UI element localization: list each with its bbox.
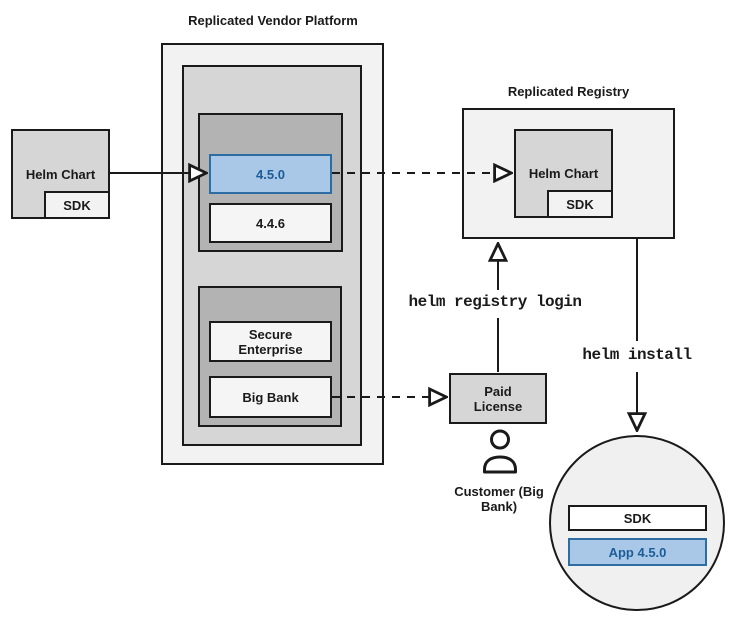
release-item-current: 4.5.0 [209,154,332,194]
paid-license-label: Paid License [473,383,523,414]
customer-label: Customer (Big Bank) [454,484,544,514]
helm-chart-source-label: Helm Chart [25,166,96,182]
sdk-label: SDK [623,510,652,526]
helm-chart-source-sdk-badge: SDK [44,191,110,219]
release-item-previous: 4.4.6 [209,203,332,243]
registry-sdk-badge: SDK [547,190,613,218]
sdk-label: SDK [566,196,594,212]
customer-person-icon [483,429,517,474]
registry-title: Replicated Registry [507,84,630,99]
helm-install-label: helm install [582,346,692,364]
paid-license-box: Paid License [449,373,547,424]
registry-helm-chart-label: Helm Chart [528,166,599,181]
customer-item-label: Secure Enterprise [238,326,303,357]
sdk-label: SDK [63,197,91,213]
vendor-platform-title: Replicated Vendor Platform [188,13,358,28]
release-version-label: 4.4.6 [256,215,285,231]
cluster-sdk-box: SDK [568,505,707,531]
customer-item-secure-enterprise: Secure Enterprise [209,321,332,362]
cluster-app-box: App 4.5.0 [568,538,707,566]
customer-item-label: Big Bank [242,389,299,405]
helm-registry-login-label: helm registry login [408,293,582,311]
release-version-label: 4.5.0 [256,166,285,182]
customer-item-big-bank: Big Bank [209,376,332,418]
cluster-app-label: App 4.5.0 [608,544,667,560]
